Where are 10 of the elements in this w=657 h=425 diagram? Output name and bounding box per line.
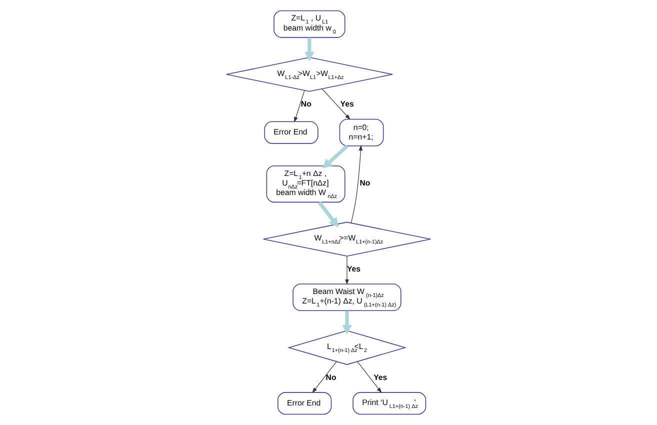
arrow: [357, 361, 382, 394]
arrow: [342, 310, 352, 334]
arrow: [350, 145, 363, 224]
arrow: [312, 361, 337, 394]
arrow: [345, 256, 349, 285]
arrow: [304, 38, 314, 62]
arrow: [318, 201, 338, 228]
arrow: [322, 88, 350, 120]
arrow: [294, 90, 305, 122]
arrow: [322, 144, 348, 168]
